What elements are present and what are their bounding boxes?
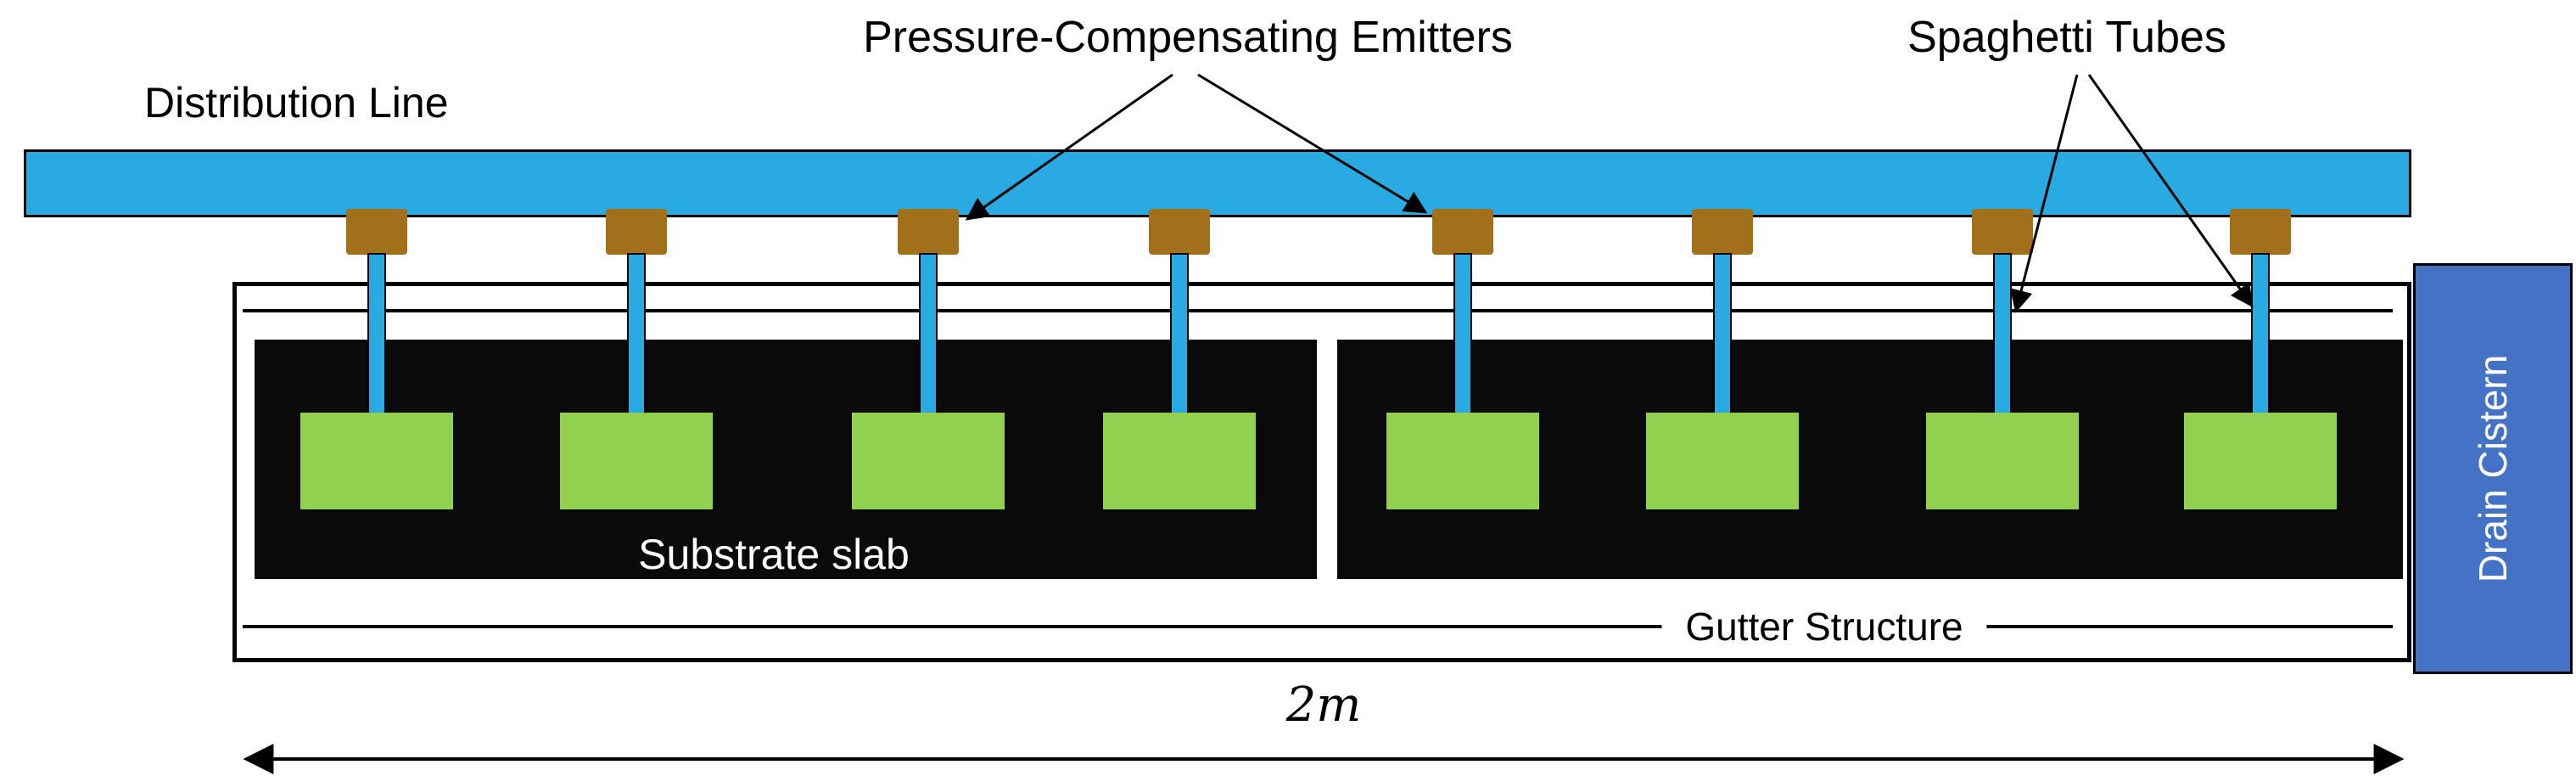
pressure-compensating-emitter — [1432, 209, 1493, 255]
spaghetti-tube — [1993, 253, 2012, 430]
distribution-line-label: Distribution Line — [144, 79, 449, 127]
plant-block — [2184, 413, 2337, 509]
plant-block — [1103, 413, 1256, 509]
dimension-label: 2m — [1285, 678, 1362, 733]
gutter-structure-label: Gutter Structure — [1661, 604, 1987, 649]
plant-block — [1646, 413, 1799, 509]
spaghetti-tube — [1713, 253, 1732, 430]
gutter-inner-top-line — [243, 309, 2393, 312]
substrate-slab-label: Substrate slab — [638, 531, 910, 578]
plant-block — [560, 413, 713, 509]
plant-block — [1386, 413, 1539, 509]
pressure-compensating-emitter — [346, 209, 407, 255]
spaghetti-tubes-label: Spaghetti Tubes — [1907, 13, 2226, 62]
pressure-compensating-emitter — [2230, 209, 2291, 255]
plant-block — [300, 413, 453, 509]
distribution-line-bar — [24, 149, 2411, 217]
plant-block — [1926, 413, 2079, 509]
emitters-label: Pressure-Compensating Emitters — [863, 13, 1513, 62]
spaghetti-tube — [919, 253, 938, 430]
plant-block — [852, 413, 1005, 509]
pressure-compensating-emitter — [606, 209, 667, 255]
pressure-compensating-emitter — [1149, 209, 1210, 255]
pressure-compensating-emitter — [898, 209, 959, 255]
pressure-compensating-emitter — [1972, 209, 2033, 255]
drain-cistern: Drain Cistern — [2413, 263, 2573, 674]
spaghetti-tube — [2251, 253, 2270, 430]
drain-cistern-label: Drain Cistern — [2471, 354, 2515, 583]
spaghetti-tube — [1170, 253, 1189, 430]
spaghetti-tube — [367, 253, 386, 430]
pressure-compensating-emitter — [1692, 209, 1753, 255]
spaghetti-tube — [627, 253, 646, 430]
spaghetti-tube — [1453, 253, 1472, 430]
gutter-inner-bottom-line — [243, 625, 2393, 628]
